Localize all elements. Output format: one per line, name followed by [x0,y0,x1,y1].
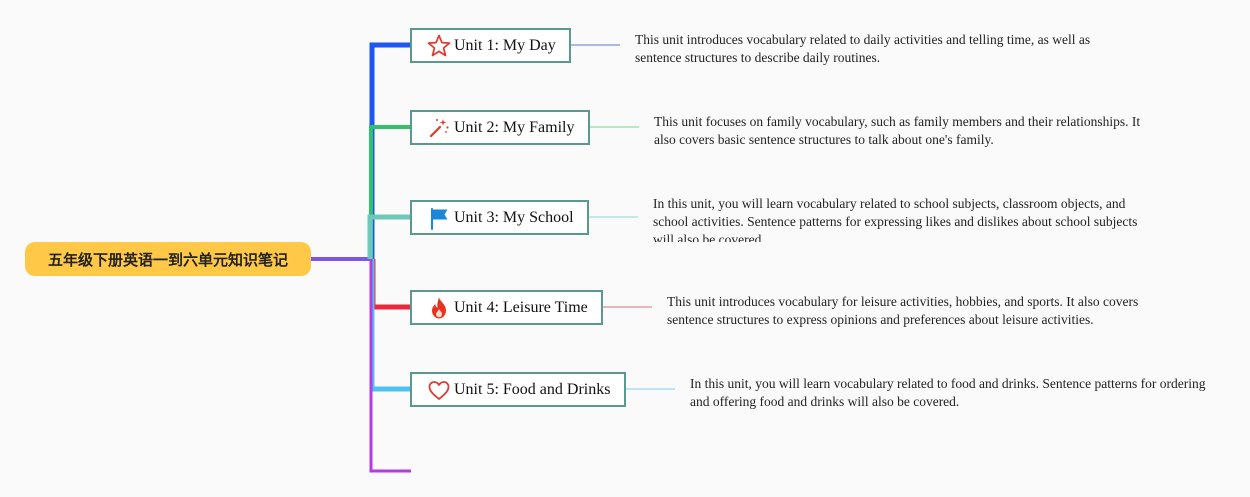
unit-description-4: This unit introduces vocabulary for leis… [667,294,1139,327]
branch-empty [369,259,411,473]
branch-unit-1 [369,42,411,259]
branch-unit-2 [369,125,411,259]
unit-node-1[interactable]: Unit 1: My Day [410,28,571,63]
unit-node-5[interactable]: Unit 5: Food and Drinks [410,372,626,407]
branch-unit-4 [370,259,411,310]
unit-label: Unit 3: My School [454,208,574,226]
branch-unit-5 [369,259,411,392]
branch-unit-3 [367,214,411,259]
unit-node-2[interactable]: Unit 2: My Family [410,110,590,145]
heart-icon [426,377,452,403]
unit-label: Unit 5: Food and Drinks [454,380,611,398]
unit-label: Unit 4: Leisure Time [454,298,588,316]
unit-description-1: This unit introduces vocabulary related … [635,32,1091,65]
unit-description-5: In this unit, you will learn vocabulary … [690,376,1206,409]
fire-icon [426,295,452,321]
flag-icon [426,205,452,231]
star-icon [426,33,452,59]
magic-wand-icon [426,115,452,141]
root-topic[interactable]: 五年级下册英语一到六单元知识笔记 [25,242,311,276]
unit-label: Unit 1: My Day [454,36,556,54]
unit-node-4[interactable]: Unit 4: Leisure Time [410,290,603,325]
unit-node-3[interactable]: Unit 3: My School [410,200,589,235]
unit-description-2: This unit focuses on family vocabulary, … [654,114,1141,147]
unit-label: Unit 2: My Family [454,118,575,136]
unit-description-3: In this unit, you will learn vocabulary … [653,196,1138,242]
